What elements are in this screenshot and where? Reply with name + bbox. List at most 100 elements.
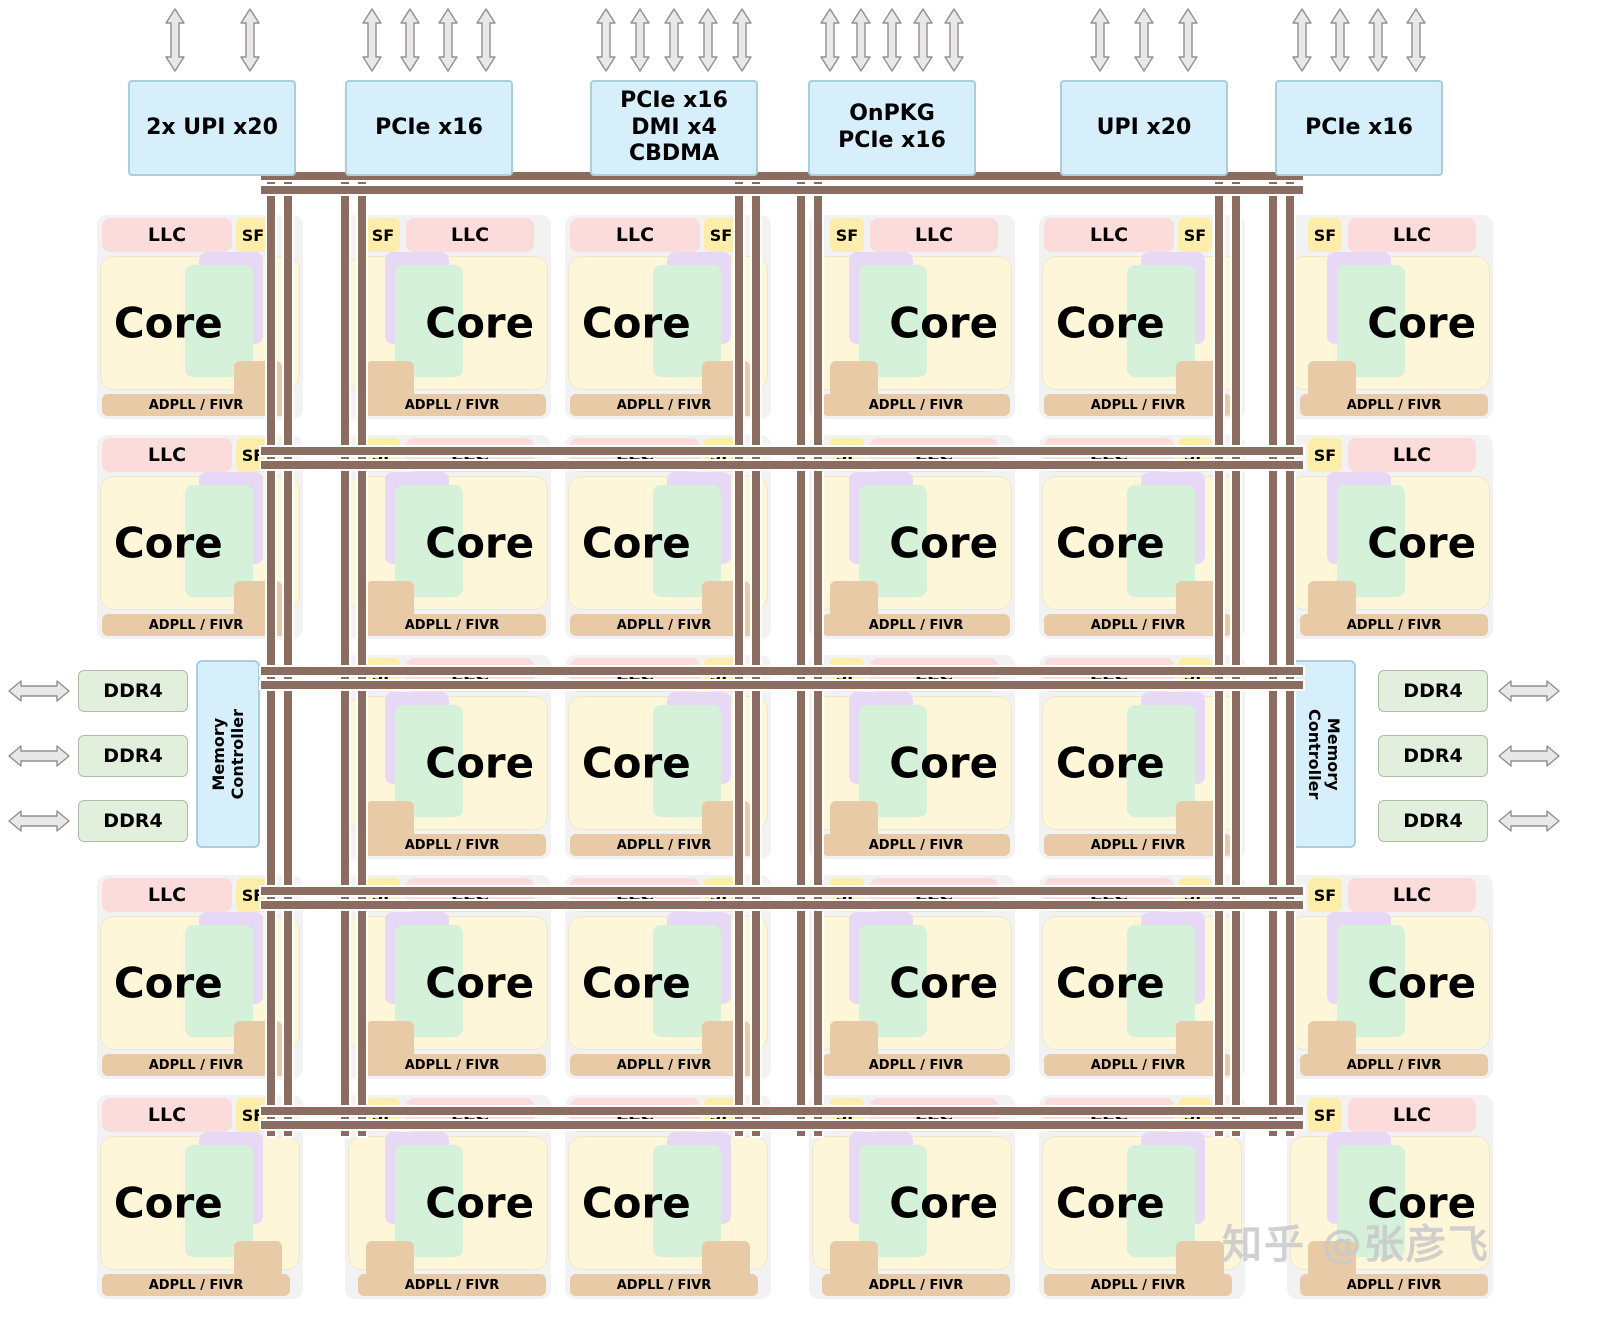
core-name: Core [113,958,223,1008]
core-block: Core [1042,472,1242,621]
memory-controller-label: Memory Controller [1305,708,1344,800]
core-name: Core [889,298,999,348]
adpll-fivr-strip: ADPLL / FIVR [570,614,758,636]
adpll-fivr-strip: ADPLL / FIVR [1300,1274,1488,1296]
adpll-fivr-strip: ADPLL / FIVR [102,614,290,636]
core-block: Core [1042,912,1242,1061]
llc-label-box: LLC [1348,1098,1476,1132]
adpll-fivr-strip: ADPLL / FIVR [822,1274,1010,1296]
mesh-line-vertical [265,168,277,1138]
core-block: Core [1042,1132,1242,1281]
llc-label-box: LLC [1044,218,1174,252]
adpll-fivr-strip: ADPLL / FIVR [358,1054,546,1076]
core-name: Core [1367,298,1477,348]
core-name: Core [889,518,999,568]
llc-label-box: LLC [102,438,232,472]
ddr4-block-right: DDR4 [1378,670,1488,712]
core-name: Core [581,518,691,568]
core-name: Core [425,958,535,1008]
adpll-fivr-strip: ADPLL / FIVR [102,394,290,416]
core-name: Core [1367,518,1477,568]
llc-label-box: LLC [1348,878,1476,912]
core-block: Core [348,472,548,621]
sf-label-box: SF [1308,438,1342,472]
core-subblock-green [653,485,721,597]
mesh-line-vertical [1230,168,1242,1138]
watermark: 知乎 @张彦飞 [1222,1222,1490,1268]
core-subblock-green [1127,705,1195,817]
sf-label-box: SF [236,218,270,252]
mesh-line-vertical [812,168,824,1138]
core-block: Core [348,692,548,841]
io-block-label: OnPKG [849,101,935,127]
sf-label-box: SF [366,218,400,252]
core-subblock-green [1127,485,1195,597]
adpll-fivr-strip: ADPLL / FIVR [822,834,1010,856]
adpll-fivr-strip: ADPLL / FIVR [358,394,546,416]
mesh-line-horizontal [259,885,1305,897]
mesh-line-horizontal [259,899,1305,911]
mesh-line-horizontal [259,459,1305,471]
io-block-label: UPI x20 [1096,114,1192,140]
mesh-line-horizontal [259,665,1305,677]
core-name: Core [1367,1178,1477,1228]
core-block: Core [812,912,1012,1061]
core-subblock-green [1127,1145,1195,1257]
core-name: Core [1055,738,1165,788]
sf-label-box: SF [236,438,270,472]
sf-label-box: SF [704,218,738,252]
up-down-arrow-icon [438,8,458,72]
core-subblock-green [653,265,721,377]
up-down-arrow-icon [913,8,933,72]
mesh-line-horizontal [259,679,1305,691]
left-right-arrow-icon [1498,680,1560,702]
core-name: Core [889,738,999,788]
up-down-arrow-icon [1330,8,1350,72]
adpll-fivr-strip: ADPLL / FIVR [1044,614,1232,636]
adpll-fivr-strip: ADPLL / FIVR [570,834,758,856]
up-down-arrow-icon [400,8,420,72]
core-block: Core [812,692,1012,841]
io-block-label: PCIe x16 [1305,114,1413,140]
sf-label-box: SF [1308,218,1342,252]
up-down-arrow-icon [944,8,964,72]
core-subblock-green [185,485,253,597]
mesh-line-vertical [356,168,368,1138]
core-block: Core [348,1132,548,1281]
ddr4-block-left: DDR4 [78,670,188,712]
sf-label-box: SF [1308,1098,1342,1132]
io-block-label: PCIe x16 [620,87,728,113]
llc-label-box: LLC [1348,218,1476,252]
adpll-fivr-strip: ADPLL / FIVR [1044,1274,1232,1296]
up-down-arrow-icon [476,8,496,72]
core-name: Core [113,518,223,568]
core-name: Core [425,1178,535,1228]
adpll-fivr-strip: ADPLL / FIVR [358,614,546,636]
adpll-fivr-strip: ADPLL / FIVR [358,834,546,856]
adpll-fivr-strip: ADPLL / FIVR [1300,1054,1488,1076]
core-name: Core [581,1178,691,1228]
mesh-line-horizontal [259,1119,1305,1131]
io-block-label: PCIe x16 [838,128,946,153]
core-name: Core [889,958,999,1008]
up-down-arrow-icon [165,8,185,72]
core-name: Core [1055,1178,1165,1228]
adpll-fivr-strip: ADPLL / FIVR [1044,834,1232,856]
ddr4-block-right: DDR4 [1378,800,1488,842]
core-decor [569,912,767,1061]
adpll-fivr-strip: ADPLL / FIVR [102,1054,290,1076]
mesh-line-horizontal [259,1105,1305,1117]
core-decor [569,252,767,401]
io-block-label: DMI x4 [631,114,717,140]
adpll-fivr-strip: ADPLL / FIVR [822,614,1010,636]
mesh-line-horizontal [259,445,1305,457]
core-name: Core [425,518,535,568]
ddr4-block-left: DDR4 [78,800,188,842]
core-subblock-green [185,265,253,377]
adpll-fivr-strip: ADPLL / FIVR [822,394,1010,416]
